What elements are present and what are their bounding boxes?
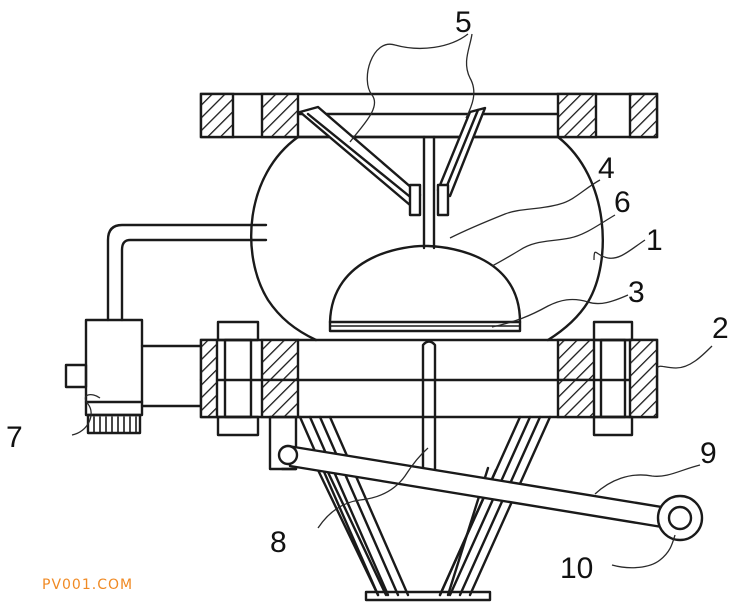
counterweight <box>656 494 704 542</box>
leader-4 <box>449 179 601 239</box>
leader-9 <box>594 464 701 495</box>
right-bolt <box>592 320 634 437</box>
top-flange-hatch-2 <box>260 92 300 139</box>
leader-5b <box>465 33 475 119</box>
label-2: 2 <box>712 312 729 345</box>
lever-pivot <box>277 444 299 466</box>
left-bolt <box>216 320 260 437</box>
part-labels: 5 4 6 1 3 2 7 8 9 10 <box>6 6 729 585</box>
label-10: 10 <box>560 552 593 585</box>
leader-5a <box>349 33 469 143</box>
leader-3 <box>491 294 629 328</box>
leader-2 <box>656 345 713 369</box>
lever-bracket <box>268 415 298 471</box>
spherical-body <box>250 135 604 342</box>
top-flange-hatch-4 <box>628 92 659 139</box>
label-9: 9 <box>700 437 717 470</box>
leader-lines <box>71 33 713 569</box>
leader-1 <box>593 239 646 261</box>
actuator-fins <box>93 416 137 433</box>
label-5: 5 <box>455 6 472 39</box>
label-7: 7 <box>6 421 23 454</box>
top-flange <box>199 92 659 139</box>
top-flange-hatch-1 <box>199 92 235 139</box>
vertical-rod <box>421 340 437 472</box>
leader-10 <box>611 534 676 569</box>
central-shaft <box>422 135 436 250</box>
label-1: 1 <box>646 224 663 257</box>
label-4: 4 <box>598 152 615 185</box>
actuator <box>64 318 203 435</box>
dome-assembly <box>328 244 522 333</box>
side-pipe <box>106 223 268 322</box>
bottom-frame <box>298 415 552 602</box>
guide-vanes <box>298 105 487 217</box>
label-3: 3 <box>628 276 645 309</box>
watermark: PV001.COM <box>42 577 133 593</box>
lower-flange <box>199 338 659 419</box>
top-flange-hatch-3 <box>556 92 598 139</box>
leader-8 <box>317 447 429 529</box>
leader-7 <box>71 393 101 436</box>
leader-6 <box>491 214 616 267</box>
label-6: 6 <box>614 186 631 219</box>
label-8: 8 <box>270 526 287 559</box>
